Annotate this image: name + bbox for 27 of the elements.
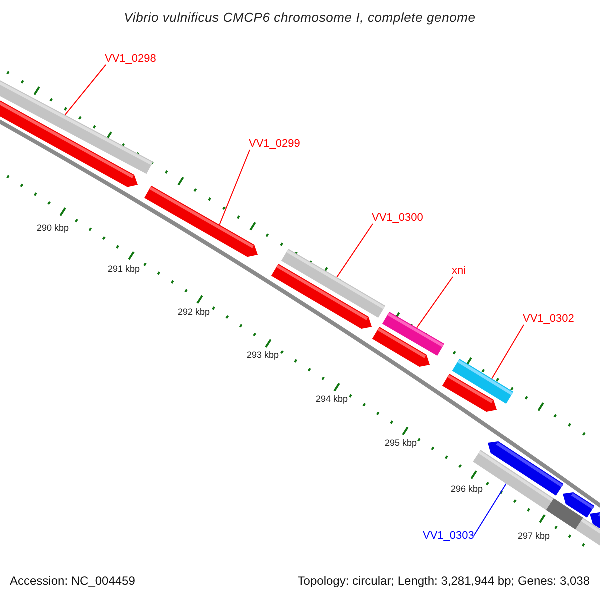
leader-line (492, 324, 524, 380)
leader-line (474, 483, 507, 536)
position-label: 294 kbp (316, 394, 348, 404)
leader-line (416, 276, 454, 328)
footer-text: Accession: NC_004459 (10, 574, 136, 588)
position-label: 295 kbp (384, 438, 418, 448)
footer-text: Topology: circular; Length: 3,281,944 bp; Genes: 3,038 (298, 574, 590, 588)
position-label: 293 kbp (246, 350, 280, 360)
gene-label: VV1_0302 (523, 313, 574, 325)
position-label: 297 kbp (518, 531, 550, 541)
gene-label: VV1_0298 (105, 53, 156, 65)
position-label: 291 kbp (108, 264, 140, 274)
leader-line (336, 224, 374, 278)
gene-band (382, 312, 445, 356)
gene-label: xni (452, 265, 466, 277)
chart-title: Vibrio vulnificus CMCP6 chromosome I, complete genome (123, 10, 477, 25)
leader-line (64, 64, 106, 116)
position-label: 290 kbp (36, 223, 70, 233)
leader-line (219, 150, 250, 226)
gene-label: VV1_0303 (423, 530, 474, 542)
position-label: 292 kbp (178, 307, 210, 317)
position-label: 296 kbp (450, 484, 484, 494)
gene-label: VV1_0299 (249, 138, 300, 150)
gene-label: VV1_0300 (372, 212, 424, 224)
gene-band (452, 359, 514, 404)
gene-feature (144, 186, 258, 258)
feature-band (281, 248, 386, 318)
